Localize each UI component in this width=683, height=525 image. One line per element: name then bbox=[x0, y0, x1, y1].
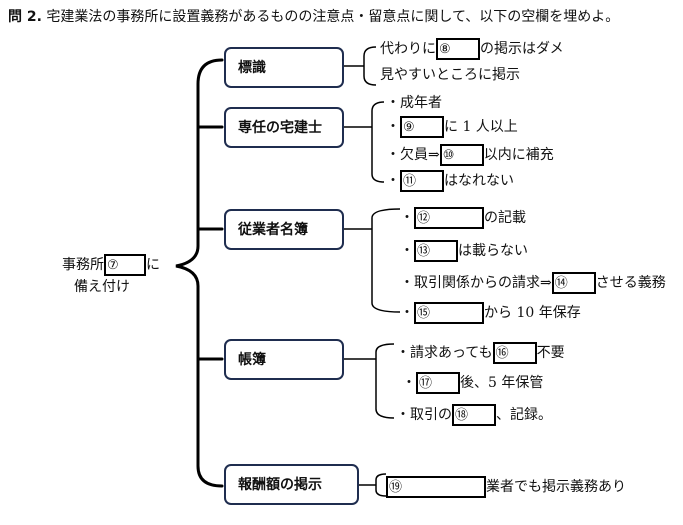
answer-blank-15[interactable]: ⑮ bbox=[414, 302, 484, 324]
answer-blank-19[interactable]: ⑲ bbox=[386, 476, 486, 498]
answer-blank-9[interactable]: ⑨ bbox=[400, 116, 444, 138]
item-seinensha: ・成年者 bbox=[386, 95, 442, 111]
answer-blank-17[interactable]: ⑰ bbox=[416, 372, 460, 394]
root-suffix: に bbox=[146, 257, 160, 273]
answer-blank-7[interactable]: ⑦ bbox=[104, 254, 146, 276]
question-text: 宅建業法の事務所に設置義務があるものの注意点・留意点に関して、以下の空欄を埋めよ… bbox=[46, 9, 620, 25]
category-box-choubo: 帳簿 bbox=[224, 339, 344, 380]
category-box-shikibetsu: 標識 bbox=[224, 47, 344, 88]
answer-blank-12[interactable]: ⑫ bbox=[414, 207, 484, 229]
root-prefix: 事務所 bbox=[62, 257, 104, 273]
answer-blank-13[interactable]: ⑬ bbox=[414, 240, 458, 262]
answer-blank-18[interactable]: ⑱ bbox=[452, 404, 496, 426]
answer-blank-14[interactable]: ⑭ bbox=[551, 272, 596, 294]
main-brace bbox=[175, 58, 224, 488]
answer-blank-11[interactable]: ⑪ bbox=[400, 170, 444, 192]
item-mieyasui: 見やすいところに掲示 bbox=[380, 67, 520, 83]
category-box-senin: 専任の宅建士 bbox=[224, 107, 344, 148]
answer-blank-8[interactable]: ⑧ bbox=[436, 38, 480, 60]
question-heading: 問 2. 宅建業法の事務所に設置義務があるものの注意点・留意点に関して、以下の空… bbox=[8, 8, 619, 26]
answer-blank-10[interactable]: ⑩ bbox=[439, 144, 484, 166]
answer-blank-16[interactable]: ⑯ bbox=[492, 342, 537, 364]
root-line2: 備え付け bbox=[74, 279, 130, 295]
category-box-houshu: 報酬額の掲示 bbox=[224, 464, 359, 505]
category-box-meibo: 従業者名簿 bbox=[224, 209, 344, 250]
question-number: 問 2. bbox=[8, 9, 42, 25]
